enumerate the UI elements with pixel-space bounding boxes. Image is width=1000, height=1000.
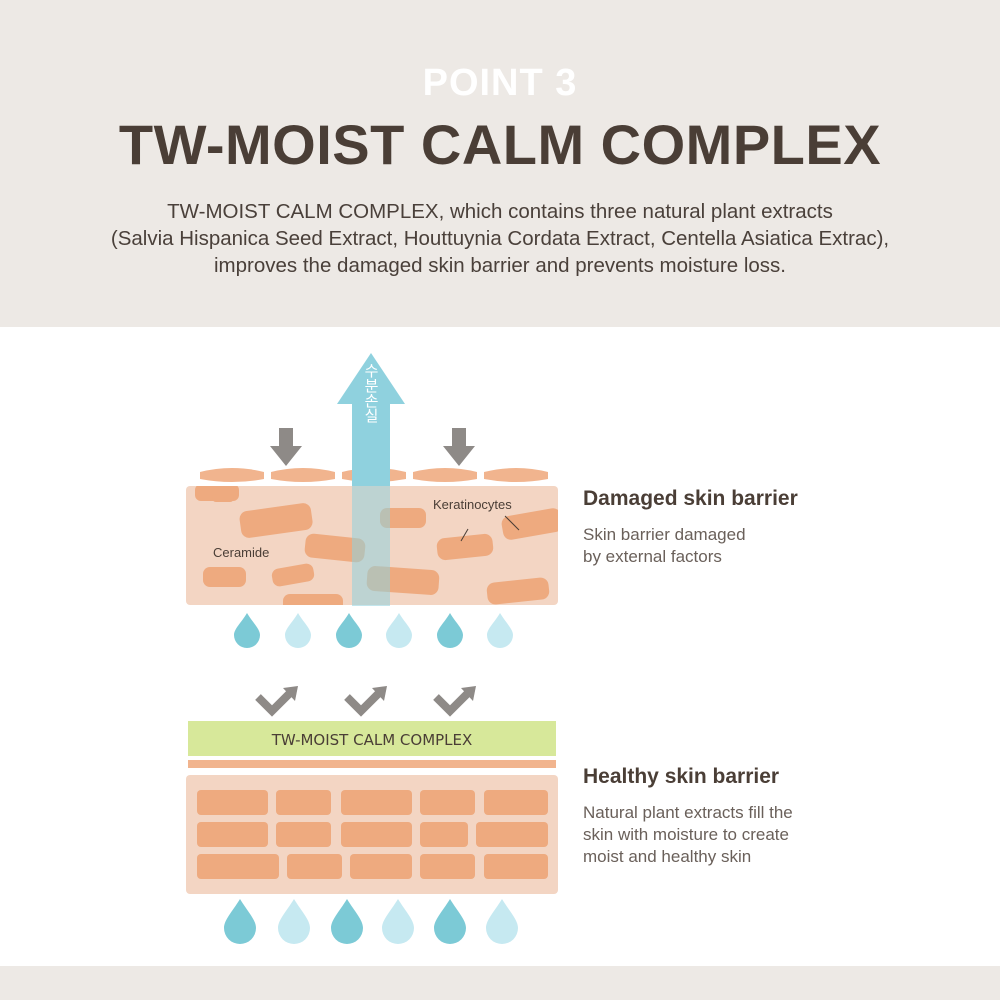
- cell: [197, 822, 268, 847]
- complex-band: [188, 721, 556, 756]
- cell: [271, 563, 315, 587]
- healthy-barrier-title: Healthy skin barrier: [583, 765, 780, 788]
- water-drop-icon: [224, 899, 256, 944]
- water-drop-icon: [278, 899, 310, 944]
- moisture-loss-arrow: [337, 353, 405, 606]
- water-drop-icon: [487, 613, 513, 648]
- cell: [350, 854, 412, 879]
- surface-line: [188, 760, 556, 768]
- cell: [420, 822, 468, 847]
- cell: [283, 594, 343, 605]
- description-line-1: TW-MOIST CALM COMPLEX, which contains th…: [167, 200, 833, 223]
- cell: [276, 790, 331, 815]
- damaged-barrier-figure: 수분손실 Ceramide Keratinocytes: [186, 353, 558, 648]
- cell: [436, 533, 494, 561]
- cell: [420, 790, 475, 815]
- healthy-barrier-figure: TW-MOIST CALM COMPLEX: [186, 686, 558, 944]
- damaged-barrier-text: Skin barrier damaged by external factors: [583, 525, 746, 566]
- cell: [420, 854, 475, 879]
- check-arrow-icon: [344, 686, 387, 717]
- footer-band: [0, 966, 1000, 1000]
- cell: [380, 508, 426, 528]
- cell: [484, 790, 548, 815]
- surface-flake: [271, 468, 335, 482]
- cell: [304, 533, 366, 563]
- cell: [341, 790, 412, 815]
- header-panel: POINT 3 TW-MOIST CALM COMPLEX TW-MOIST C…: [0, 0, 1000, 327]
- water-drop-icon: [331, 899, 363, 944]
- down-arrow-icon: [443, 428, 475, 466]
- keratinocytes-pointer: [460, 528, 469, 542]
- healthy-drops: [224, 899, 518, 944]
- description: TW-MOIST CALM COMPLEX, which contains th…: [40, 198, 960, 279]
- water-drop-icon: [437, 613, 463, 648]
- complex-band-label: TW-MOIST CALM COMPLEX: [271, 731, 473, 749]
- description-line-2: (Salvia Hispanica Seed Extract, Houttuyn…: [110, 227, 890, 250]
- moisture-arrow-head: [337, 353, 405, 404]
- ceramide-label: Ceramide: [213, 545, 269, 560]
- cell: [501, 508, 558, 540]
- cell: [486, 577, 550, 605]
- cell: [484, 854, 548, 879]
- moisture-arrow-shaft-top: [352, 400, 390, 486]
- healthy-barrier-text: Natural plant extracts fill the skin wit…: [583, 803, 793, 866]
- cell: [476, 822, 548, 847]
- surface-flake: [484, 468, 548, 482]
- water-drop-icon: [285, 613, 311, 648]
- cell: [276, 822, 331, 847]
- surface-flake: [200, 468, 264, 482]
- surface-flake: [413, 468, 477, 482]
- description-line-3: improves the damaged skin barrier and pr…: [214, 254, 786, 277]
- moisture-loss-label: 수분손실: [362, 363, 380, 423]
- keratinocytes-pointer: [504, 515, 520, 531]
- water-drop-icon: [382, 899, 414, 944]
- point-label: POINT 3: [422, 62, 578, 104]
- water-drop-icon: [336, 613, 362, 648]
- check-arrow-icon: [255, 686, 298, 717]
- brick-cells: [197, 790, 548, 879]
- damaged-barrier-title: Damaged skin barrier: [583, 487, 798, 510]
- water-drop-icon: [434, 899, 466, 944]
- damaged-drops: [234, 613, 513, 648]
- cell: [341, 822, 412, 847]
- cell: [287, 854, 342, 879]
- cell: [239, 503, 313, 538]
- external-factor-arrows: [270, 428, 475, 466]
- keratinocytes-label: Keratinocytes: [433, 497, 512, 512]
- water-drop-icon: [486, 899, 518, 944]
- page-title: TW-MOIST CALM COMPLEX: [118, 113, 882, 176]
- cell: [203, 567, 246, 587]
- check-arrow-icon: [433, 686, 476, 717]
- repair-arrows: [255, 686, 476, 717]
- cell: [197, 790, 268, 815]
- cell: [212, 494, 234, 502]
- water-drop-icon: [234, 613, 260, 648]
- scattered-cells: [195, 486, 558, 605]
- water-drop-icon: [386, 613, 412, 648]
- down-arrow-icon: [270, 428, 302, 466]
- cell: [197, 854, 279, 879]
